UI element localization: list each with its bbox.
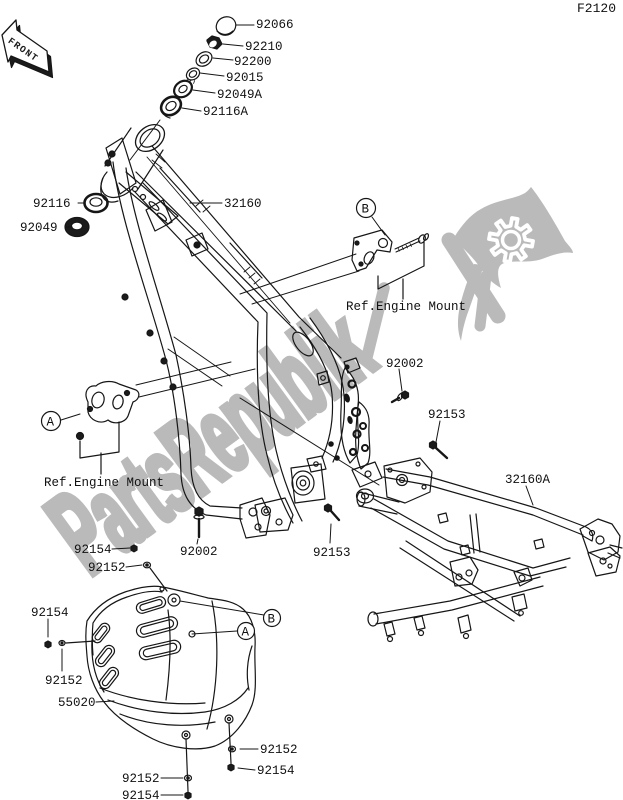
svg-text:A: A (242, 626, 250, 640)
svg-text:32160: 32160 (224, 197, 262, 211)
svg-text:55020: 55020 (58, 696, 96, 710)
svg-text:92152: 92152 (260, 743, 298, 757)
svg-text:92154: 92154 (74, 543, 112, 557)
svg-text:92116A: 92116A (203, 105, 249, 119)
svg-text:92049: 92049 (20, 221, 58, 235)
svg-text:92002: 92002 (180, 545, 218, 559)
svg-text:92049A: 92049A (217, 88, 263, 102)
svg-text:32160A: 32160A (505, 473, 551, 487)
svg-text:B: B (268, 613, 276, 627)
svg-text:92210: 92210 (245, 40, 283, 54)
svg-text:92154: 92154 (257, 764, 295, 778)
svg-text:92152: 92152 (122, 772, 160, 786)
svg-text:B: B (362, 203, 370, 217)
svg-text:92153: 92153 (313, 546, 351, 560)
svg-text:92154: 92154 (122, 789, 160, 800)
svg-text:92152: 92152 (88, 561, 126, 575)
svg-text:92153: 92153 (428, 408, 466, 422)
svg-text:Ref.Engine Mount: Ref.Engine Mount (346, 300, 466, 314)
svg-text:F2120: F2120 (577, 1, 616, 16)
svg-text:92154: 92154 (31, 606, 69, 620)
svg-text:92002: 92002 (386, 357, 424, 371)
svg-text:92152: 92152 (45, 674, 83, 688)
svg-text:92015: 92015 (226, 71, 264, 85)
svg-text:Ref.Engine Mount: Ref.Engine Mount (44, 476, 164, 490)
svg-text:A: A (47, 416, 55, 430)
svg-text:92116: 92116 (33, 197, 71, 211)
svg-text:92066: 92066 (256, 18, 294, 32)
svg-text:92200: 92200 (234, 55, 272, 69)
